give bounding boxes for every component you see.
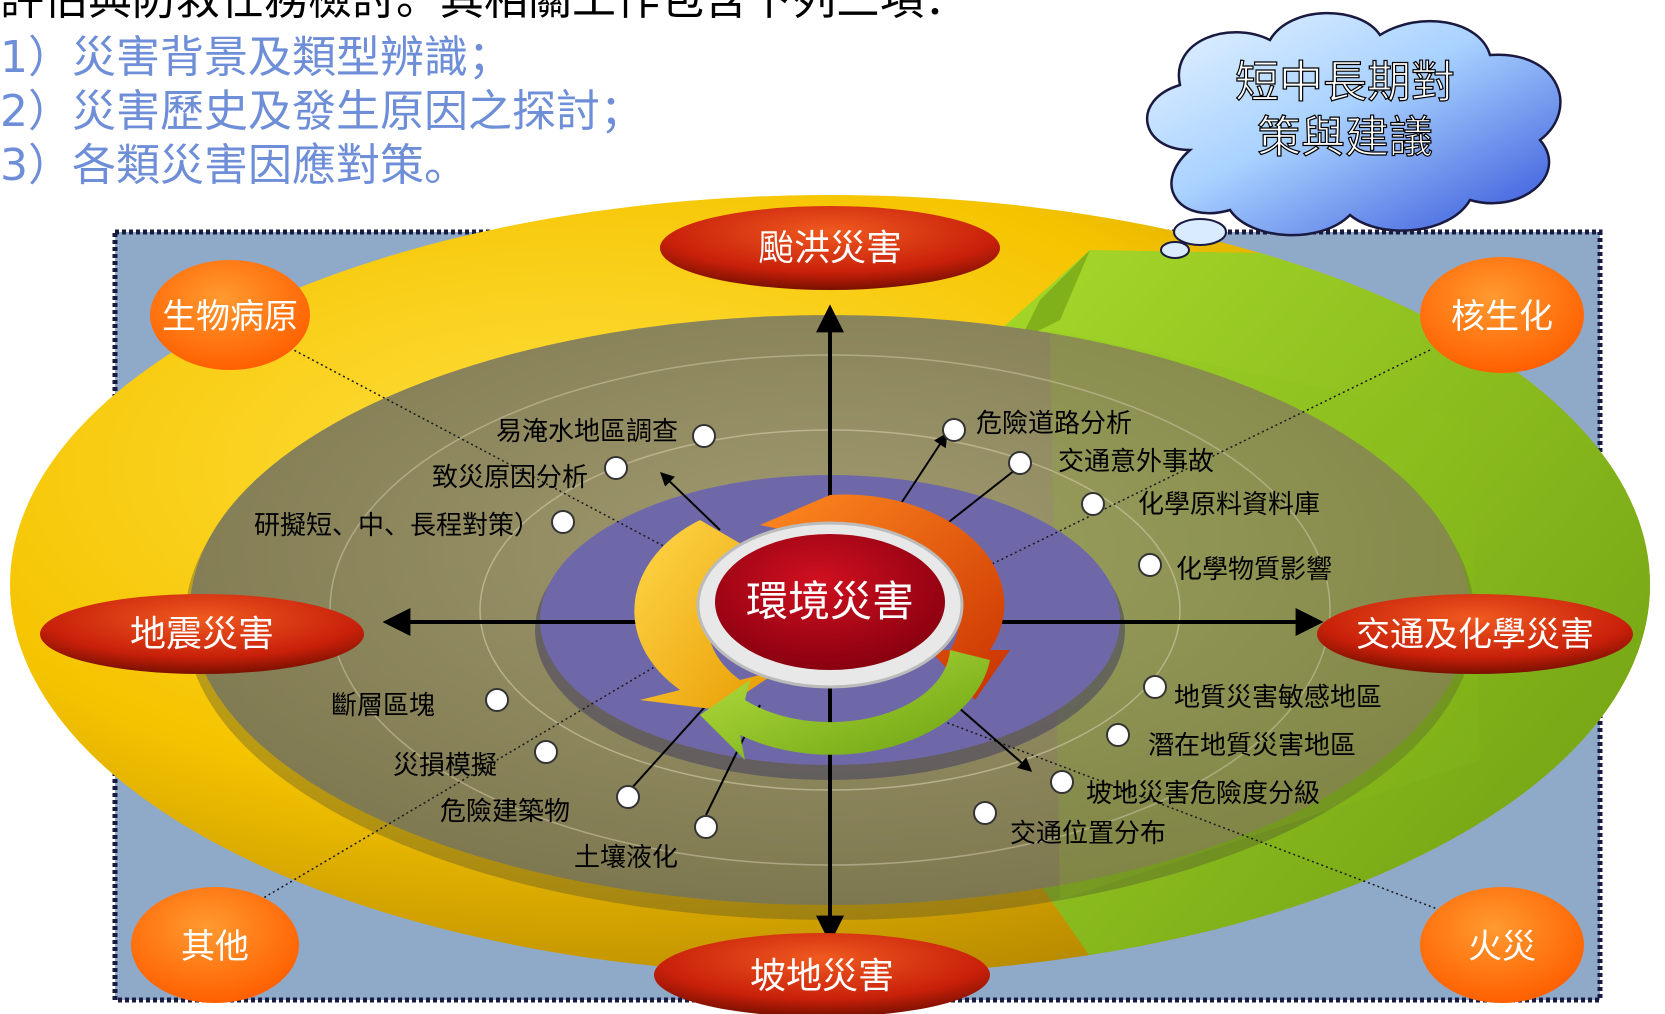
disaster-top-label: 颱洪災害: [758, 228, 902, 269]
corner-bottom-left-label: 其他: [181, 927, 249, 967]
corner-top-left-label: 生物病原: [162, 297, 298, 337]
task-geo-sensitive: 地質災害敏感地區: [1174, 683, 1382, 713]
task-cause-analysis: 致災原因分析: [432, 463, 588, 493]
corner-top-right: 核生化: [1420, 257, 1584, 373]
dotted-connectors: [259, 347, 1441, 911]
disaster-pill-left: 地震災害: [40, 594, 364, 674]
task-dangerous-buildings: 危險建築物: [440, 797, 570, 827]
task-flood-survey: 易淹水地區調查: [496, 417, 678, 447]
task-damage-simulation: 災損模擬: [393, 751, 497, 781]
corner-bottom-right-label: 火災: [1468, 927, 1536, 967]
disaster-left-label: 地震災害: [130, 614, 274, 655]
center-node: [715, 534, 945, 670]
thought-cloud: 短中長期對 策與建議: [1145, 11, 1562, 259]
task-potential-geo: 潛在地質災害地區: [1148, 731, 1356, 761]
intro-heading: 評估與防救任務檢討。其相關工作包含下列三項：: [0, 0, 968, 26]
corner-bottom-left: 其他: [131, 887, 299, 1003]
task-chemical-impact: 化學物質影響: [1176, 555, 1332, 585]
task-slope-grading: 坡地災害危險度分級: [1086, 779, 1320, 809]
center-label: 環境災害: [746, 577, 914, 626]
disaster-right-label: 交通及化學災害: [1356, 615, 1594, 655]
cloud-line-1: 短中長期對: [1235, 57, 1455, 108]
task-markers: [485, 418, 1167, 839]
intro-text: 評估與防救任務檢討。其相關工作包含下列三項： 1）災害背景及類型辨識； 2）災害…: [0, 0, 1100, 210]
intro-item-1: 1）災害背景及類型辨識；: [0, 32, 512, 83]
disaster-pill-bottom: 坡地災害: [654, 933, 990, 1014]
intro-item-3: 3）各類災害因應對策。: [0, 140, 468, 191]
corner-bottom-right: 火災: [1420, 887, 1584, 1003]
task-chemical-database: 化學原料資料庫: [1138, 490, 1320, 520]
task-traffic-accident: 交通意外事故: [1058, 447, 1214, 477]
disaster-bottom-label: 坡地災害: [750, 956, 894, 997]
cycle-arrow-green: [700, 650, 990, 760]
disaster-pill-top: 颱洪災害: [660, 206, 1000, 290]
corner-top-left: 生物病原: [150, 260, 310, 370]
intro-item-2: 2）災害歷史及發生原因之探討；: [0, 86, 644, 137]
disaster-pill-right: 交通及化學災害: [1317, 594, 1633, 674]
task-traffic-location: 交通位置分布: [1010, 819, 1166, 849]
task-soil-liquefaction: 土壤液化: [574, 843, 678, 873]
cycle-arrow-orange: [760, 494, 1010, 700]
cloud-line-2: 策與建議: [1257, 112, 1433, 163]
task-road-analysis: 危險道路分析: [976, 409, 1132, 439]
task-fault-blocks: 斷層區塊: [331, 691, 435, 721]
task-countermeasures: 研擬短、中、長程對策）: [254, 511, 540, 541]
corner-top-right-label: 核生化: [1451, 297, 1553, 337]
